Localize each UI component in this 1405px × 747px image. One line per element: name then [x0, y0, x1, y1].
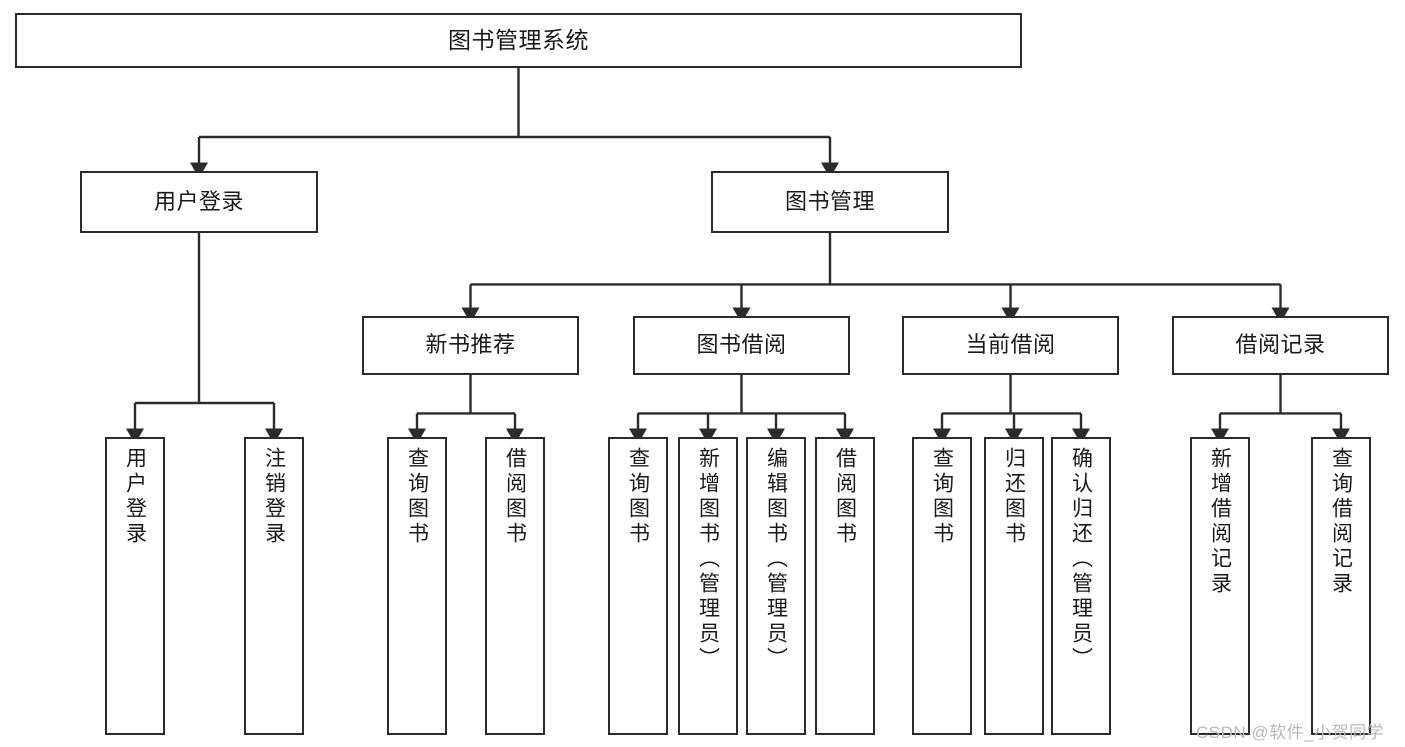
node-label: 新书推荐	[425, 332, 516, 358]
node-label: 确认归还（管理员）	[1069, 447, 1093, 672]
node-leaf-confirm-return[interactable]: 确认归还（管理员）	[1051, 437, 1111, 735]
node-label: 借阅图书	[833, 447, 857, 547]
csdn-watermark: CSDN @软件_小贺同学	[1196, 723, 1385, 742]
node-leaf-add-book[interactable]: 新增图书（管理员）	[678, 437, 738, 735]
node-root[interactable]: 图书管理系统	[15, 13, 1022, 68]
node-leaf-query-book-1[interactable]: 查询图书	[387, 437, 447, 735]
node-leaf-borrow-book-2[interactable]: 借阅图书	[815, 437, 875, 735]
node-current-borrow[interactable]: 当前借阅	[902, 316, 1119, 375]
node-label: 归还图书	[1002, 447, 1026, 547]
node-leaf-return-book[interactable]: 归还图书	[984, 437, 1044, 735]
node-label: 图书借阅	[696, 332, 787, 358]
node-label: 当前借阅	[965, 332, 1056, 358]
node-label: 新增借阅记录	[1208, 447, 1232, 597]
node-new-book-rec[interactable]: 新书推荐	[362, 316, 579, 375]
node-label: 注销登录	[262, 447, 286, 547]
node-label: 查询借阅记录	[1329, 447, 1353, 597]
node-leaf-edit-book[interactable]: 编辑图书（管理员）	[746, 437, 806, 735]
node-label: 用户登录	[153, 188, 244, 214]
node-book-manage[interactable]: 图书管理	[711, 171, 949, 233]
node-label: 查询图书	[405, 447, 429, 547]
tree-connectors	[125, 68, 1351, 445]
node-leaf-add-record[interactable]: 新增借阅记录	[1190, 437, 1250, 735]
node-leaf-query-record[interactable]: 查询借阅记录	[1311, 437, 1371, 735]
node-label: 用户登录	[123, 447, 147, 547]
node-label: 编辑图书（管理员）	[764, 447, 788, 672]
node-label: 图书管理	[784, 188, 875, 214]
node-book-borrow[interactable]: 图书借阅	[633, 316, 850, 375]
node-leaf-borrow-book-1[interactable]: 借阅图书	[485, 437, 545, 735]
node-leaf-query-book-3[interactable]: 查询图书	[912, 437, 972, 735]
node-label: 查询图书	[626, 447, 650, 547]
node-label: 查询图书	[930, 447, 954, 547]
node-label: 借阅记录	[1235, 332, 1326, 358]
node-leaf-query-book-2[interactable]: 查询图书	[608, 437, 668, 735]
node-leaf-logout[interactable]: 注销登录	[244, 437, 304, 735]
node-borrow-record[interactable]: 借阅记录	[1172, 316, 1389, 375]
node-user-login[interactable]: 用户登录	[80, 171, 318, 233]
node-label: 借阅图书	[503, 447, 527, 547]
node-label: 新增图书（管理员）	[696, 447, 720, 672]
node-leaf-user-login[interactable]: 用户登录	[105, 437, 165, 735]
node-label: 图书管理系统	[448, 26, 589, 53]
